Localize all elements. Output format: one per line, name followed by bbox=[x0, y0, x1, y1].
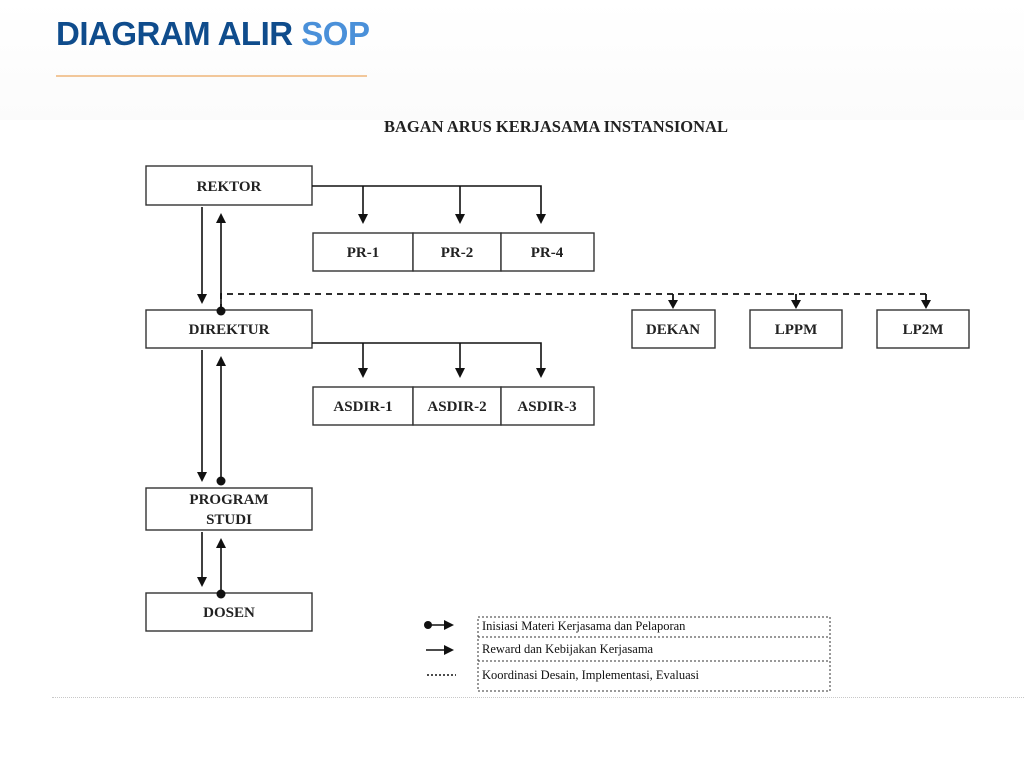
node-pr-4-label: PR-4 bbox=[531, 245, 564, 261]
coordination-arrowheads bbox=[668, 300, 931, 309]
connector-direktur-to-asdir bbox=[312, 342, 546, 378]
node-dosen: DOSEN bbox=[145, 592, 313, 632]
node-pr-2: PR-2 bbox=[412, 232, 502, 272]
connector-rektor-to-pr bbox=[312, 185, 546, 224]
node-dekan: DEKAN bbox=[631, 309, 716, 349]
page-title-accent: SOP bbox=[301, 15, 370, 52]
initiation-dot-dosen bbox=[216, 589, 226, 599]
node-program-studi-label-line1: PROGRAM bbox=[189, 492, 268, 508]
diagram-heading: BAGAN ARUS KERJASAMA INSTANSIONAL bbox=[384, 117, 728, 136]
legend-reward-label: Reward dan Kebijakan Kerjasama bbox=[482, 642, 654, 656]
node-asdir-2-label: ASDIR-2 bbox=[427, 399, 486, 415]
page-title: DIAGRAM ALIR SOP bbox=[56, 14, 370, 54]
node-rektor: REKTOR bbox=[145, 165, 313, 206]
connector-rektor-direktur bbox=[197, 207, 226, 310]
legend: Inisiasi Materi Kerjasama dan Pelaporan … bbox=[424, 616, 831, 692]
initiation-dot-program-studi bbox=[216, 476, 226, 486]
node-dosen-label: DOSEN bbox=[203, 605, 255, 621]
connector-program-studi-dosen bbox=[197, 532, 226, 593]
node-program-studi-label-line2: STUDI bbox=[206, 512, 252, 528]
node-program-studi: PROGRAM STUDI bbox=[145, 487, 313, 531]
header-band bbox=[0, 0, 1024, 120]
bottom-divider bbox=[52, 697, 1024, 698]
node-pr-4: PR-4 bbox=[500, 232, 595, 272]
page-title-main: DIAGRAM ALIR bbox=[56, 15, 293, 52]
legend-coordination-label: Koordinasi Desain, Implementasi, Evaluas… bbox=[482, 668, 699, 682]
node-asdir-3: ASDIR-3 bbox=[500, 386, 595, 426]
legend-initiation-label: Inisiasi Materi Kerjasama dan Pelaporan bbox=[482, 619, 686, 633]
node-asdir-3-label: ASDIR-3 bbox=[517, 399, 576, 415]
connector-coordination-dashed bbox=[220, 293, 927, 310]
node-asdir-2: ASDIR-2 bbox=[412, 386, 502, 426]
node-lppm-label: LPPM bbox=[775, 322, 818, 338]
node-rektor-label: REKTOR bbox=[197, 179, 262, 195]
node-pr-2-label: PR-2 bbox=[441, 245, 474, 261]
initiation-dot-direktur bbox=[216, 306, 226, 316]
legend-initiation-symbol bbox=[424, 620, 454, 630]
node-lp2m-label: LP2M bbox=[903, 322, 944, 338]
node-dekan-label: DEKAN bbox=[646, 322, 700, 338]
title-underline bbox=[56, 75, 367, 77]
node-pr-1-label: PR-1 bbox=[347, 245, 380, 261]
node-direktur: DIREKTUR bbox=[145, 309, 313, 349]
node-lp2m: LP2M bbox=[876, 309, 970, 349]
node-lppm: LPPM bbox=[749, 309, 843, 349]
node-asdir-1-label: ASDIR-1 bbox=[333, 399, 392, 415]
node-direktur-label: DIREKTUR bbox=[189, 322, 270, 338]
node-asdir-1: ASDIR-1 bbox=[312, 386, 414, 426]
node-pr-1: PR-1 bbox=[312, 232, 414, 272]
connector-direktur-program-studi bbox=[197, 350, 226, 482]
